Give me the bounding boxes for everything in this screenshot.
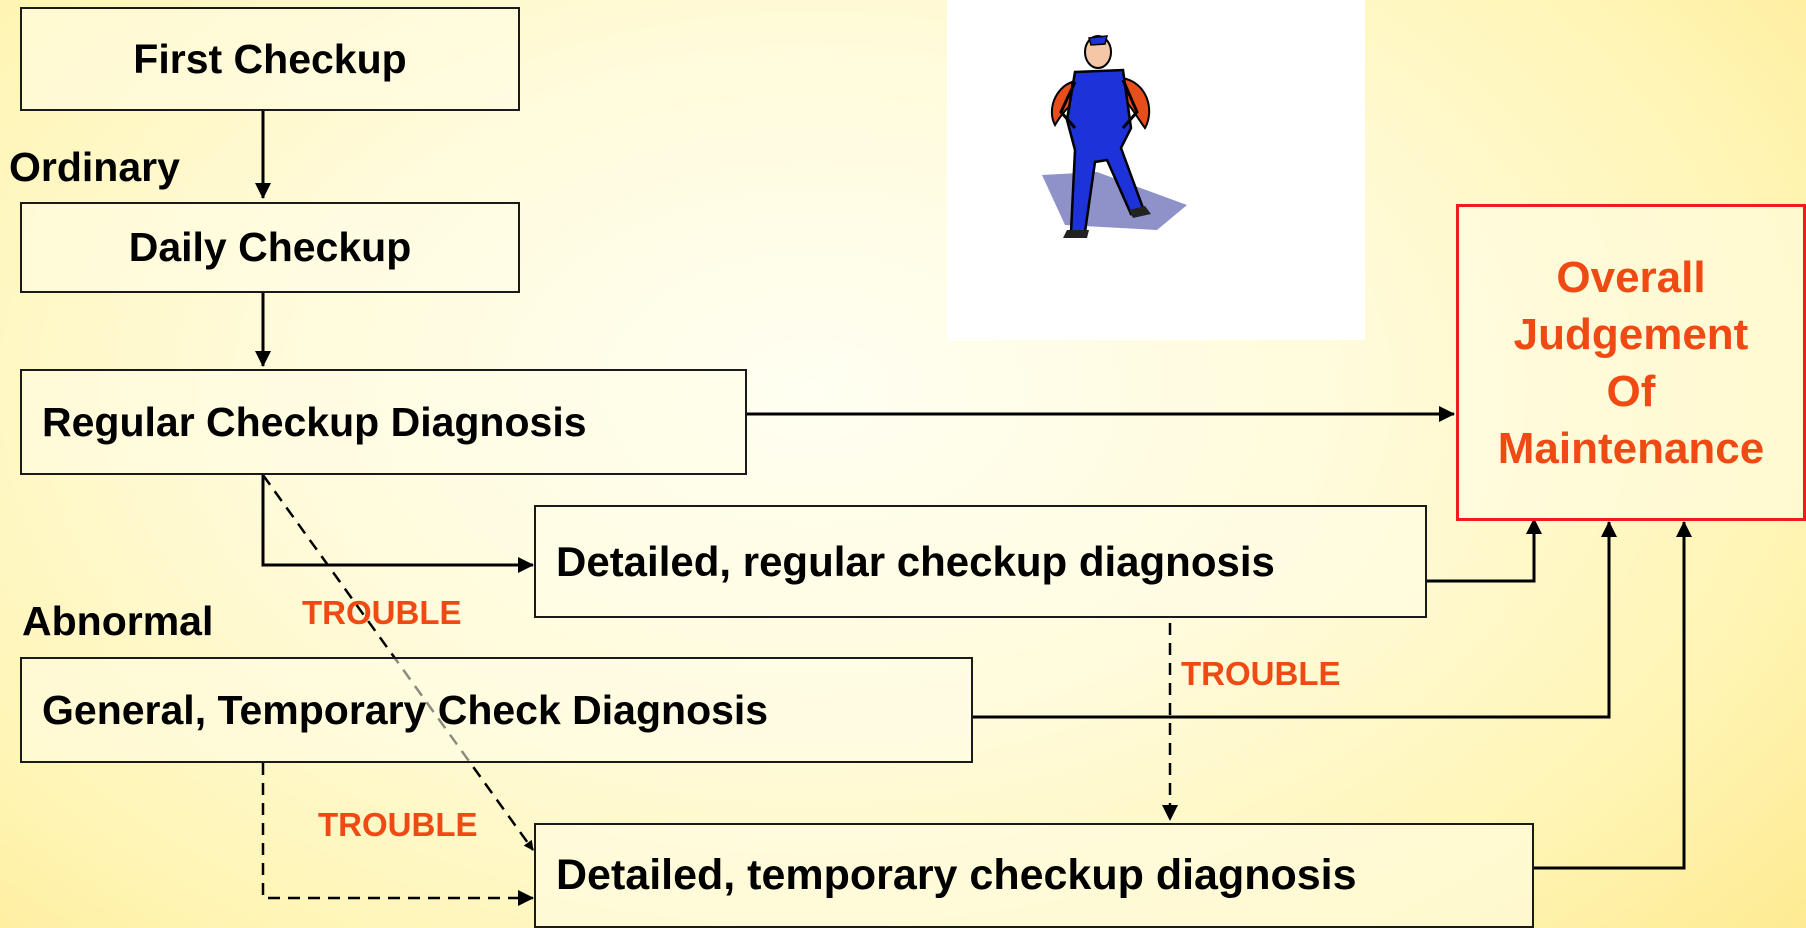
overall-judgement-line-3: Of <box>1606 366 1656 416</box>
detailed-temporary-checkup-label: Detailed, temporary checkup diagnosis <box>556 851 1357 899</box>
regular-checkup-diagnosis-label: Regular Checkup Diagnosis <box>42 398 587 445</box>
trouble-label-diagonal: TROUBLE <box>302 594 462 631</box>
abnormal-label: Abnormal <box>22 598 214 644</box>
first-checkup-label: First Checkup <box>133 35 407 82</box>
trouble-label-right: TROUBLE <box>1181 655 1341 692</box>
dashed-arrow-general-to-detailed-temporary <box>261 763 534 906</box>
daily-checkup-label: Daily Checkup <box>128 224 412 270</box>
overall-judgement-line-1: Overall <box>1556 252 1706 302</box>
trouble-label-bottom: TROUBLE <box>318 806 478 843</box>
overall-judgement-line-4: Maintenance <box>1497 423 1765 473</box>
worker-illustration <box>947 0 1365 340</box>
ordinary-label: Ordinary <box>9 144 180 190</box>
arrow-general-to-overall <box>973 521 1617 719</box>
overall-judgement-line-2: Judgement <box>1513 309 1749 359</box>
general-temporary-check-label: General, Temporary Check Diagnosis <box>42 686 769 733</box>
standing-worker-icon <box>1042 35 1187 238</box>
arrow-detailed-regular-to-overall <box>1427 518 1542 583</box>
general-temporary-check-box: General, Temporary Check Diagnosis <box>20 657 973 763</box>
daily-checkup-box: Daily Checkup <box>20 202 520 293</box>
detailed-regular-checkup-label: Detailed, regular checkup diagnosis <box>556 537 1275 585</box>
detailed-regular-checkup-box: Detailed, regular checkup diagnosis <box>534 505 1427 618</box>
regular-checkup-diagnosis-box: Regular Checkup Diagnosis <box>20 369 747 475</box>
detailed-temporary-checkup-box: Detailed, temporary checkup diagnosis <box>534 823 1534 928</box>
first-checkup-box: First Checkup <box>20 7 520 111</box>
arrow-regular-to-detailed <box>261 475 534 573</box>
arrow-detailed-temporary-to-overall <box>1534 521 1692 870</box>
overall-judgement-box: Overall Judgement Of Maintenance <box>1456 204 1806 521</box>
